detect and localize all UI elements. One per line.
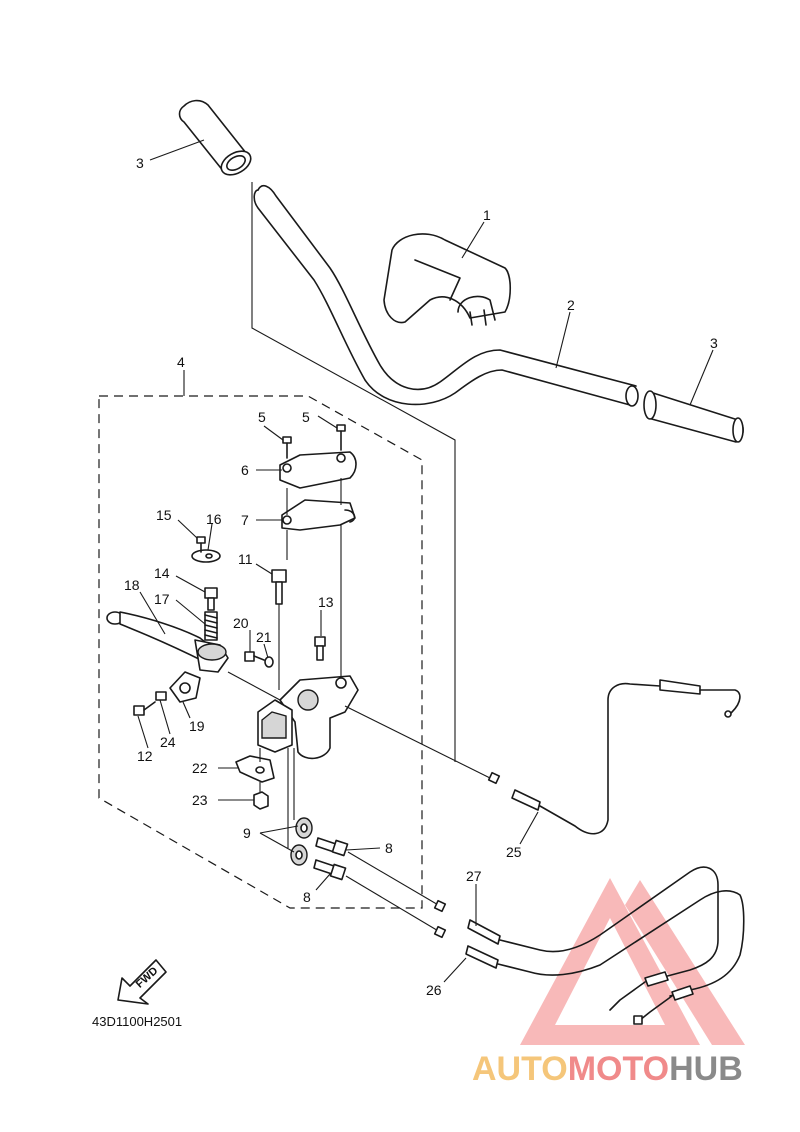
watermark-auto: AUTO bbox=[472, 1050, 568, 1088]
handlebar-clamp-cover bbox=[383, 233, 512, 326]
callout-11: 11 bbox=[238, 551, 253, 567]
leader-lines bbox=[137, 139, 714, 983]
washer-9a bbox=[295, 817, 313, 839]
throttle-cables bbox=[345, 851, 745, 1025]
callout-16: 16 bbox=[206, 511, 222, 527]
callout-25: 25 bbox=[506, 844, 522, 860]
bracket-22 bbox=[235, 755, 275, 783]
adjuster-19 bbox=[169, 671, 201, 703]
callout-1: 1 bbox=[483, 207, 491, 223]
nut-23 bbox=[253, 791, 269, 810]
watermark-triangle-icon bbox=[520, 878, 700, 1045]
callout-8-top: 8 bbox=[385, 840, 393, 856]
callout-27: 27 bbox=[466, 868, 482, 884]
callout-24: 24 bbox=[160, 734, 176, 750]
callout-4: 4 bbox=[177, 354, 185, 370]
callout-20: 20 bbox=[233, 615, 249, 631]
callout-15: 15 bbox=[156, 507, 172, 523]
callout-13: 13 bbox=[318, 594, 334, 610]
callout-5-right: 5 bbox=[302, 409, 310, 425]
bolt-20 bbox=[244, 651, 265, 662]
collar-24 bbox=[155, 691, 167, 701]
grip-right bbox=[643, 390, 744, 443]
watermark-moto: MOTO bbox=[568, 1050, 669, 1088]
washer-21 bbox=[264, 656, 274, 668]
callout-3-left: 3 bbox=[136, 155, 144, 171]
grip-left bbox=[178, 99, 252, 176]
clamp-7 bbox=[281, 499, 356, 531]
callout-18: 18 bbox=[124, 577, 140, 593]
bolt-5b bbox=[336, 424, 346, 451]
bolt-12 bbox=[133, 701, 156, 716]
callout-17: 17 bbox=[154, 591, 170, 607]
screw-15 bbox=[196, 536, 206, 553]
diagram-code: 43D1100H2501 bbox=[92, 1014, 182, 1029]
callout-3-right: 3 bbox=[710, 335, 718, 351]
clamp-6 bbox=[279, 451, 357, 489]
callout-14: 14 bbox=[154, 565, 170, 581]
bolt-5a bbox=[282, 436, 292, 459]
callout-labels: 3 1 2 3 4 5 5 6 7 15 16 11 14 18 17 13 2… bbox=[124, 155, 718, 998]
collar-14 bbox=[204, 587, 218, 611]
callout-9: 9 bbox=[243, 825, 251, 841]
spring-17 bbox=[204, 611, 218, 641]
clutch-lever bbox=[106, 611, 229, 673]
callout-5-left: 5 bbox=[258, 409, 266, 425]
watermark-text: AUTOMOTOHUB bbox=[472, 1050, 743, 1088]
watermark-hub: HUB bbox=[669, 1050, 743, 1088]
callout-23: 23 bbox=[192, 792, 208, 808]
callout-2: 2 bbox=[567, 297, 575, 313]
washer-9b bbox=[290, 844, 308, 866]
watermark-logo bbox=[520, 878, 745, 1045]
callout-7: 7 bbox=[241, 512, 249, 528]
screw-13 bbox=[314, 636, 326, 661]
bolt-8a bbox=[315, 837, 349, 857]
bolt-8b bbox=[313, 859, 347, 881]
bolt-11 bbox=[271, 569, 287, 605]
lever-bracket bbox=[257, 675, 359, 760]
callout-8-bottom: 8 bbox=[303, 889, 311, 905]
callout-21: 21 bbox=[256, 629, 272, 645]
handlebar bbox=[253, 184, 639, 407]
callout-22: 22 bbox=[192, 760, 208, 776]
callout-26: 26 bbox=[426, 982, 442, 998]
clutch-cable bbox=[344, 679, 741, 835]
fwd-arrow-icon: FWD bbox=[117, 959, 167, 1005]
callout-12: 12 bbox=[137, 748, 153, 764]
callout-6: 6 bbox=[241, 462, 249, 478]
callout-19: 19 bbox=[189, 718, 205, 734]
washer-16 bbox=[191, 549, 221, 563]
lever-assembly-box bbox=[98, 395, 423, 909]
